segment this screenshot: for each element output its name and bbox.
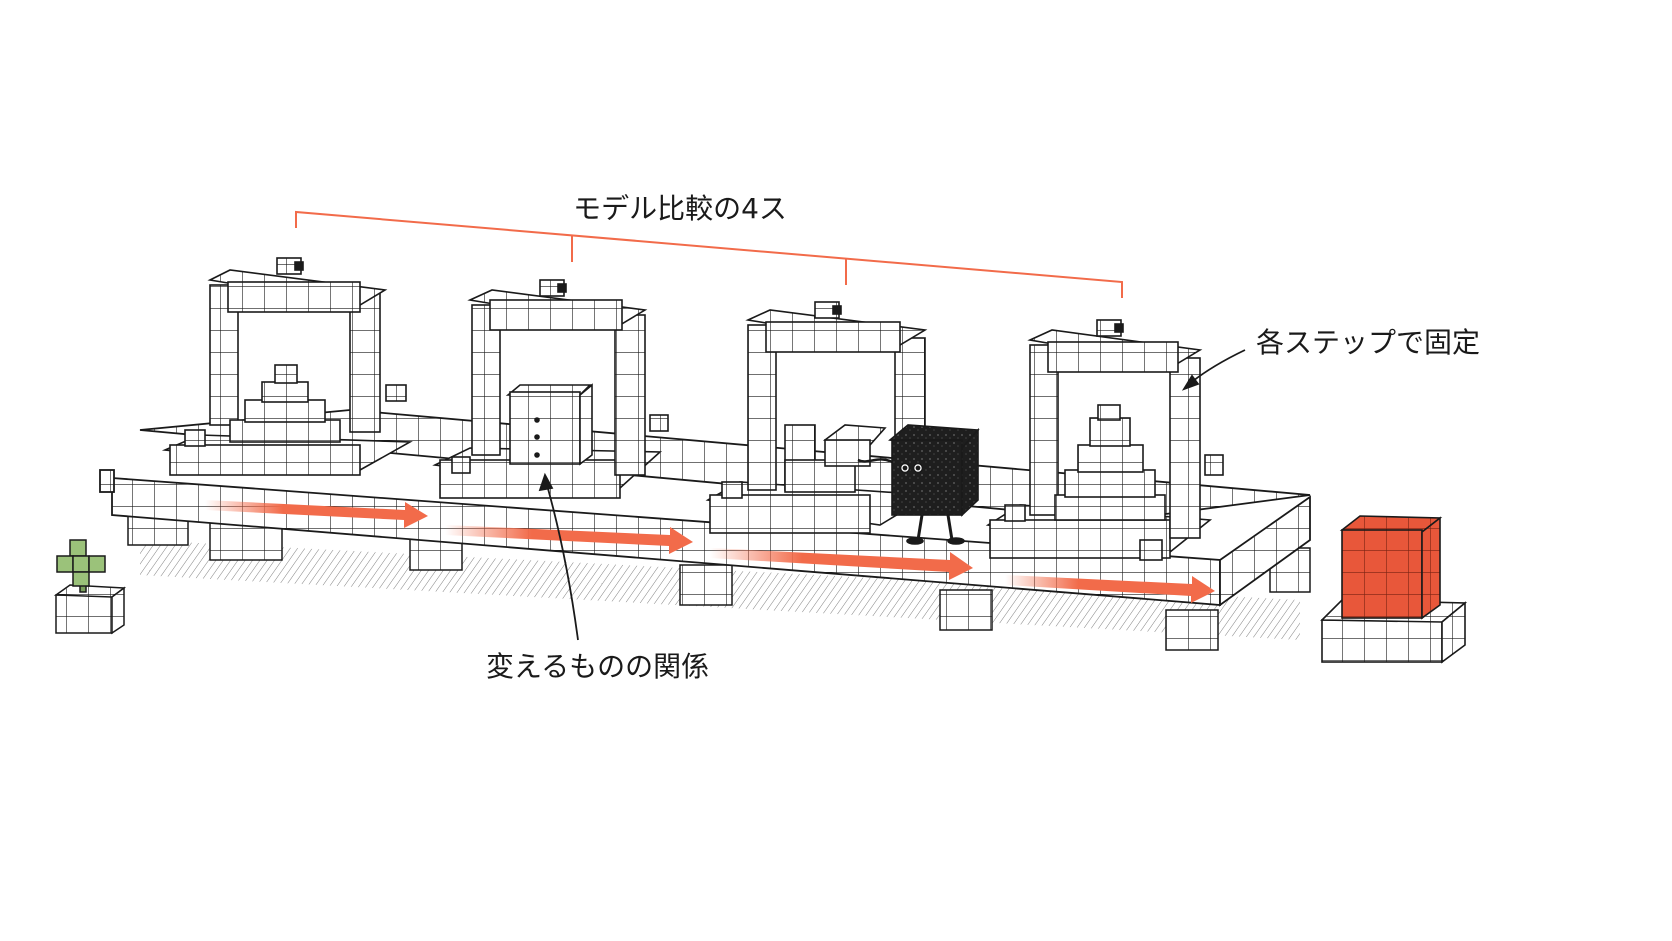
flow-arrow-2	[445, 525, 693, 554]
comparison-bracket	[295, 210, 1123, 298]
variable-label: 変えるものの関係	[486, 650, 709, 683]
variable-callout-line	[544, 477, 579, 641]
flow-arrow-3	[710, 548, 973, 580]
cube-icon	[505, 383, 593, 466]
red-cube-icon	[1320, 515, 1468, 664]
block-character-icon	[857, 424, 980, 545]
station-4	[985, 319, 1224, 561]
station-3	[705, 301, 980, 545]
press-frame-top-beam	[227, 281, 361, 313]
callout-lines	[538, 349, 1246, 641]
fixed-label: 各ステップで固定	[1256, 326, 1480, 359]
flow-arrow-4	[1005, 575, 1215, 603]
sprout-icon	[53, 539, 127, 635]
bracket-label: モデル比較の4ス	[573, 192, 787, 225]
stepped-stack-icon	[1054, 404, 1166, 521]
platform-legs	[127, 504, 1311, 651]
pyramid-icon	[229, 364, 341, 443]
flow-arrows	[205, 500, 1215, 603]
station-2	[432, 279, 669, 499]
press-frame-right-pillar	[349, 291, 381, 433]
flow-arrow-1	[205, 500, 428, 528]
l-block-icon	[784, 424, 887, 493]
station-1	[161, 257, 413, 476]
